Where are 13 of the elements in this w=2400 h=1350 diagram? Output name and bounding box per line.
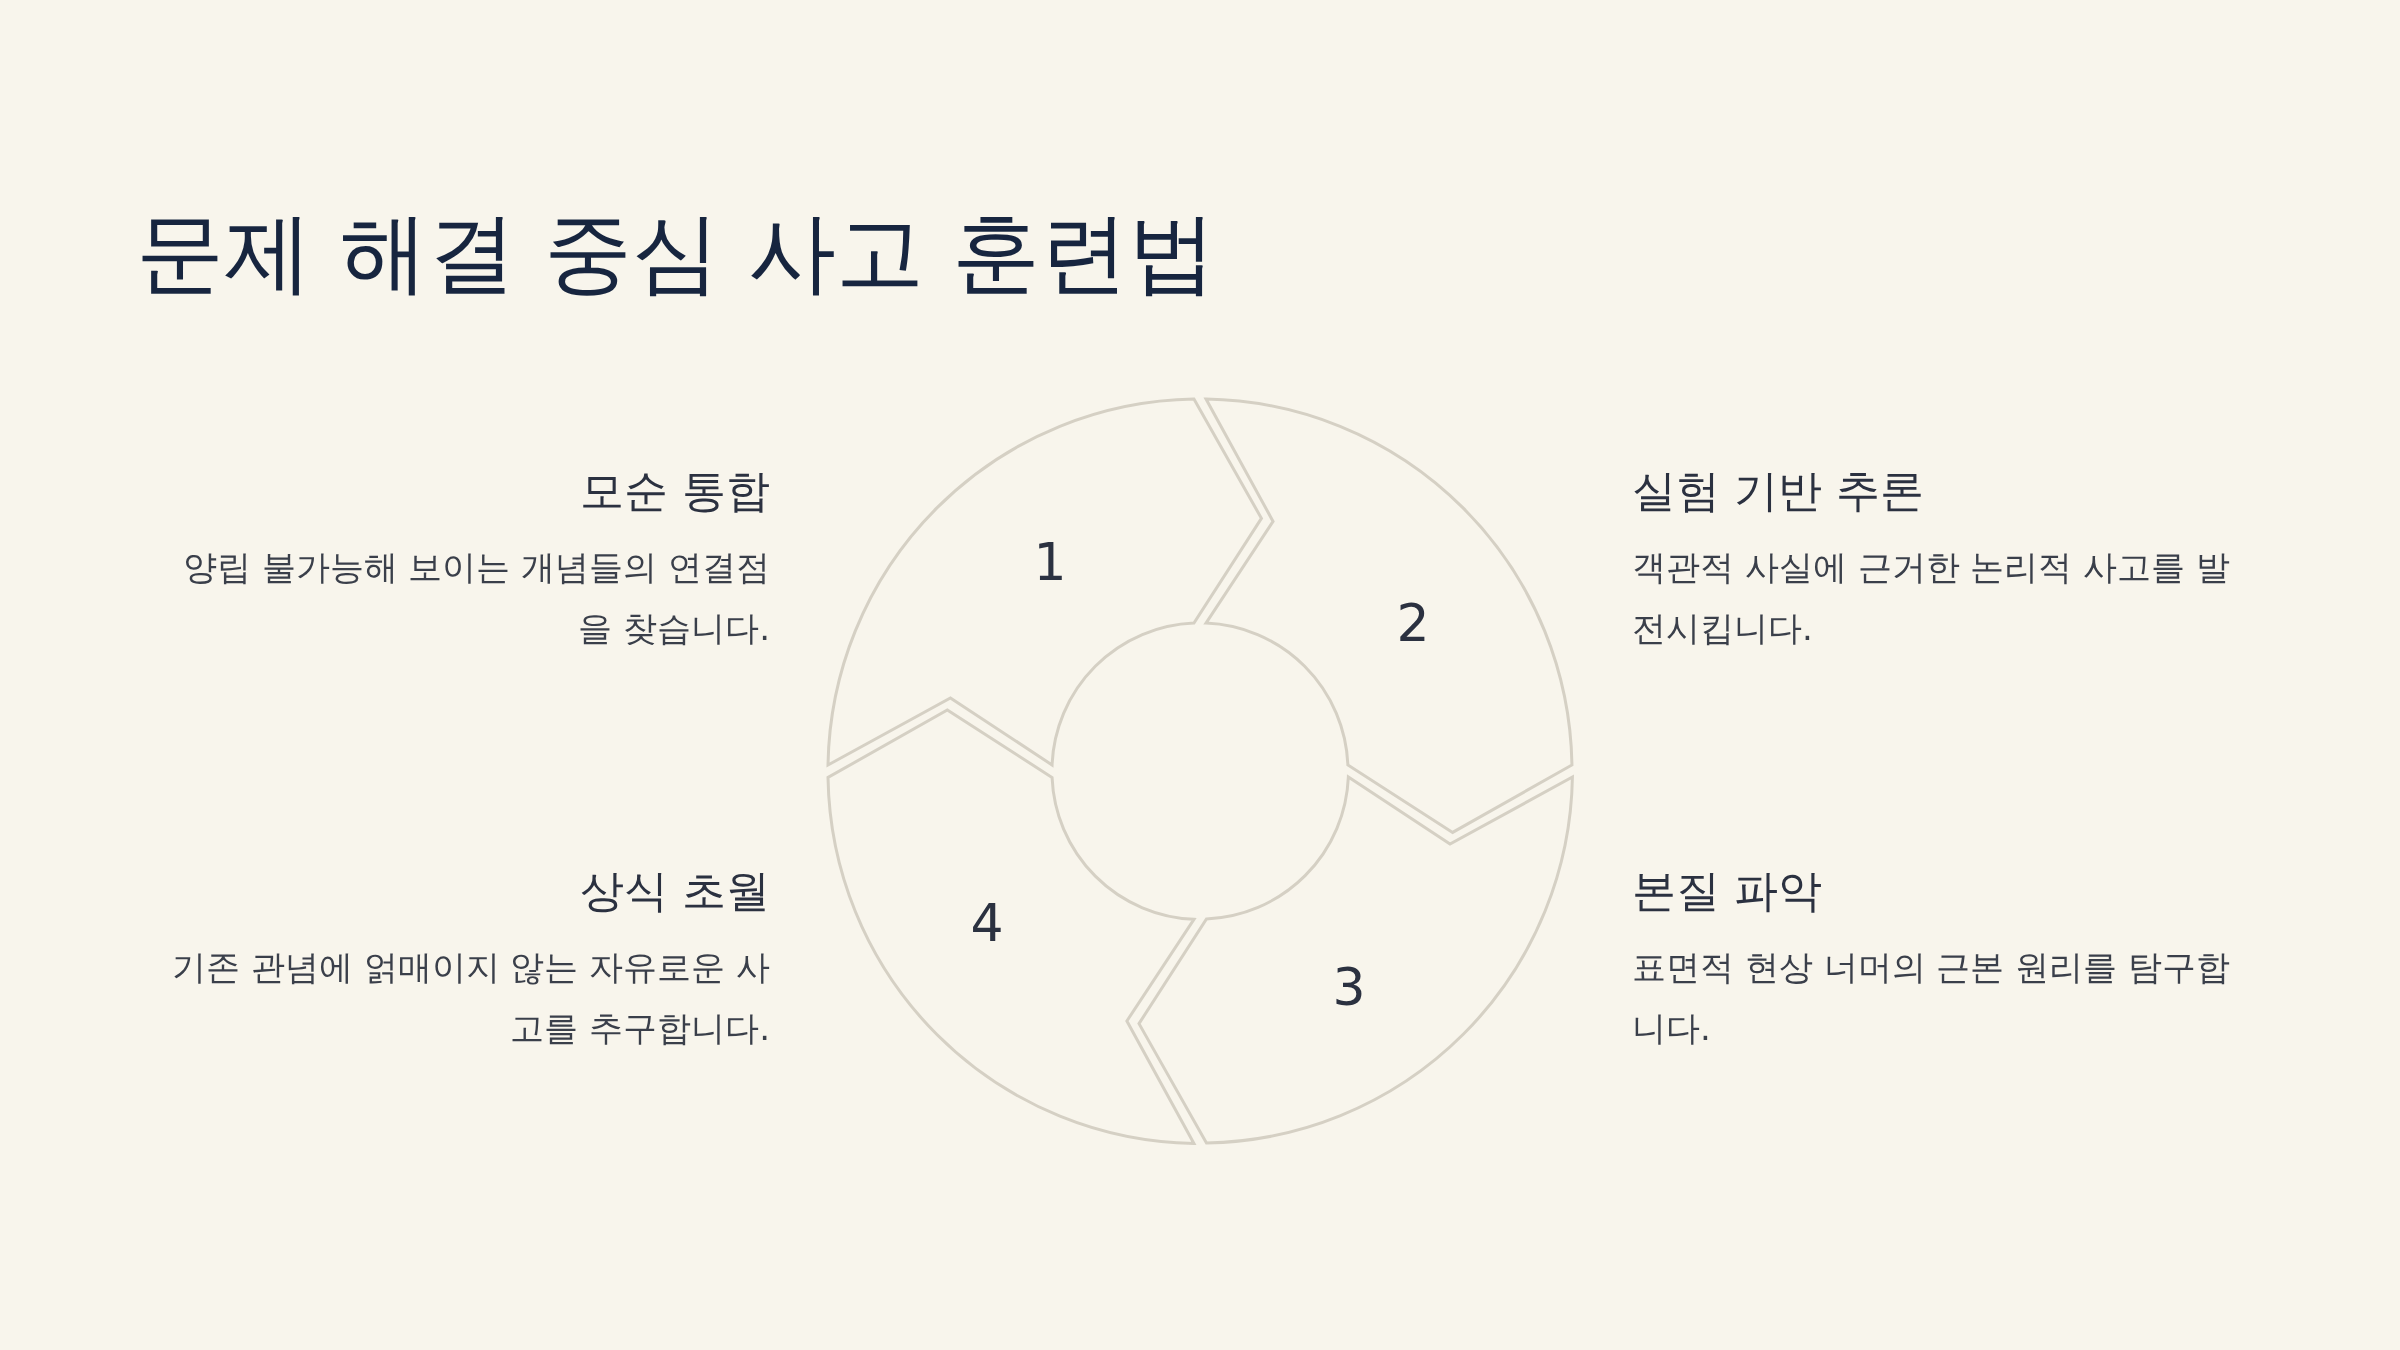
step-heading: 상식 초월 xyxy=(580,864,770,918)
step-number: 3 xyxy=(1332,961,1366,1013)
step-heading: 본질 파악 xyxy=(1632,864,1822,918)
step-heading: 모순 통합 xyxy=(580,464,770,518)
step-number: 4 xyxy=(970,897,1004,949)
step-number: 2 xyxy=(1396,597,1430,649)
step-description: 양립 불가능해 보이는 개념들의 연결점을 찾습니다. xyxy=(181,546,770,651)
step-description: 객관적 사실에 근거한 논리적 사고를 발전시킵니다. xyxy=(1632,546,2232,651)
step-number: 1 xyxy=(1033,536,1067,588)
title: 문제 해결 중심 사고 훈련법 xyxy=(136,200,1216,306)
step-description: 기존 관념에 얽매이지 않는 자유로운 사고를 추구합니다. xyxy=(170,946,770,1051)
step-description: 표면적 현상 너머의 근본 원리를 탐구합니다. xyxy=(1632,946,2232,1051)
step-heading: 실험 기반 추론 xyxy=(1632,464,1924,518)
